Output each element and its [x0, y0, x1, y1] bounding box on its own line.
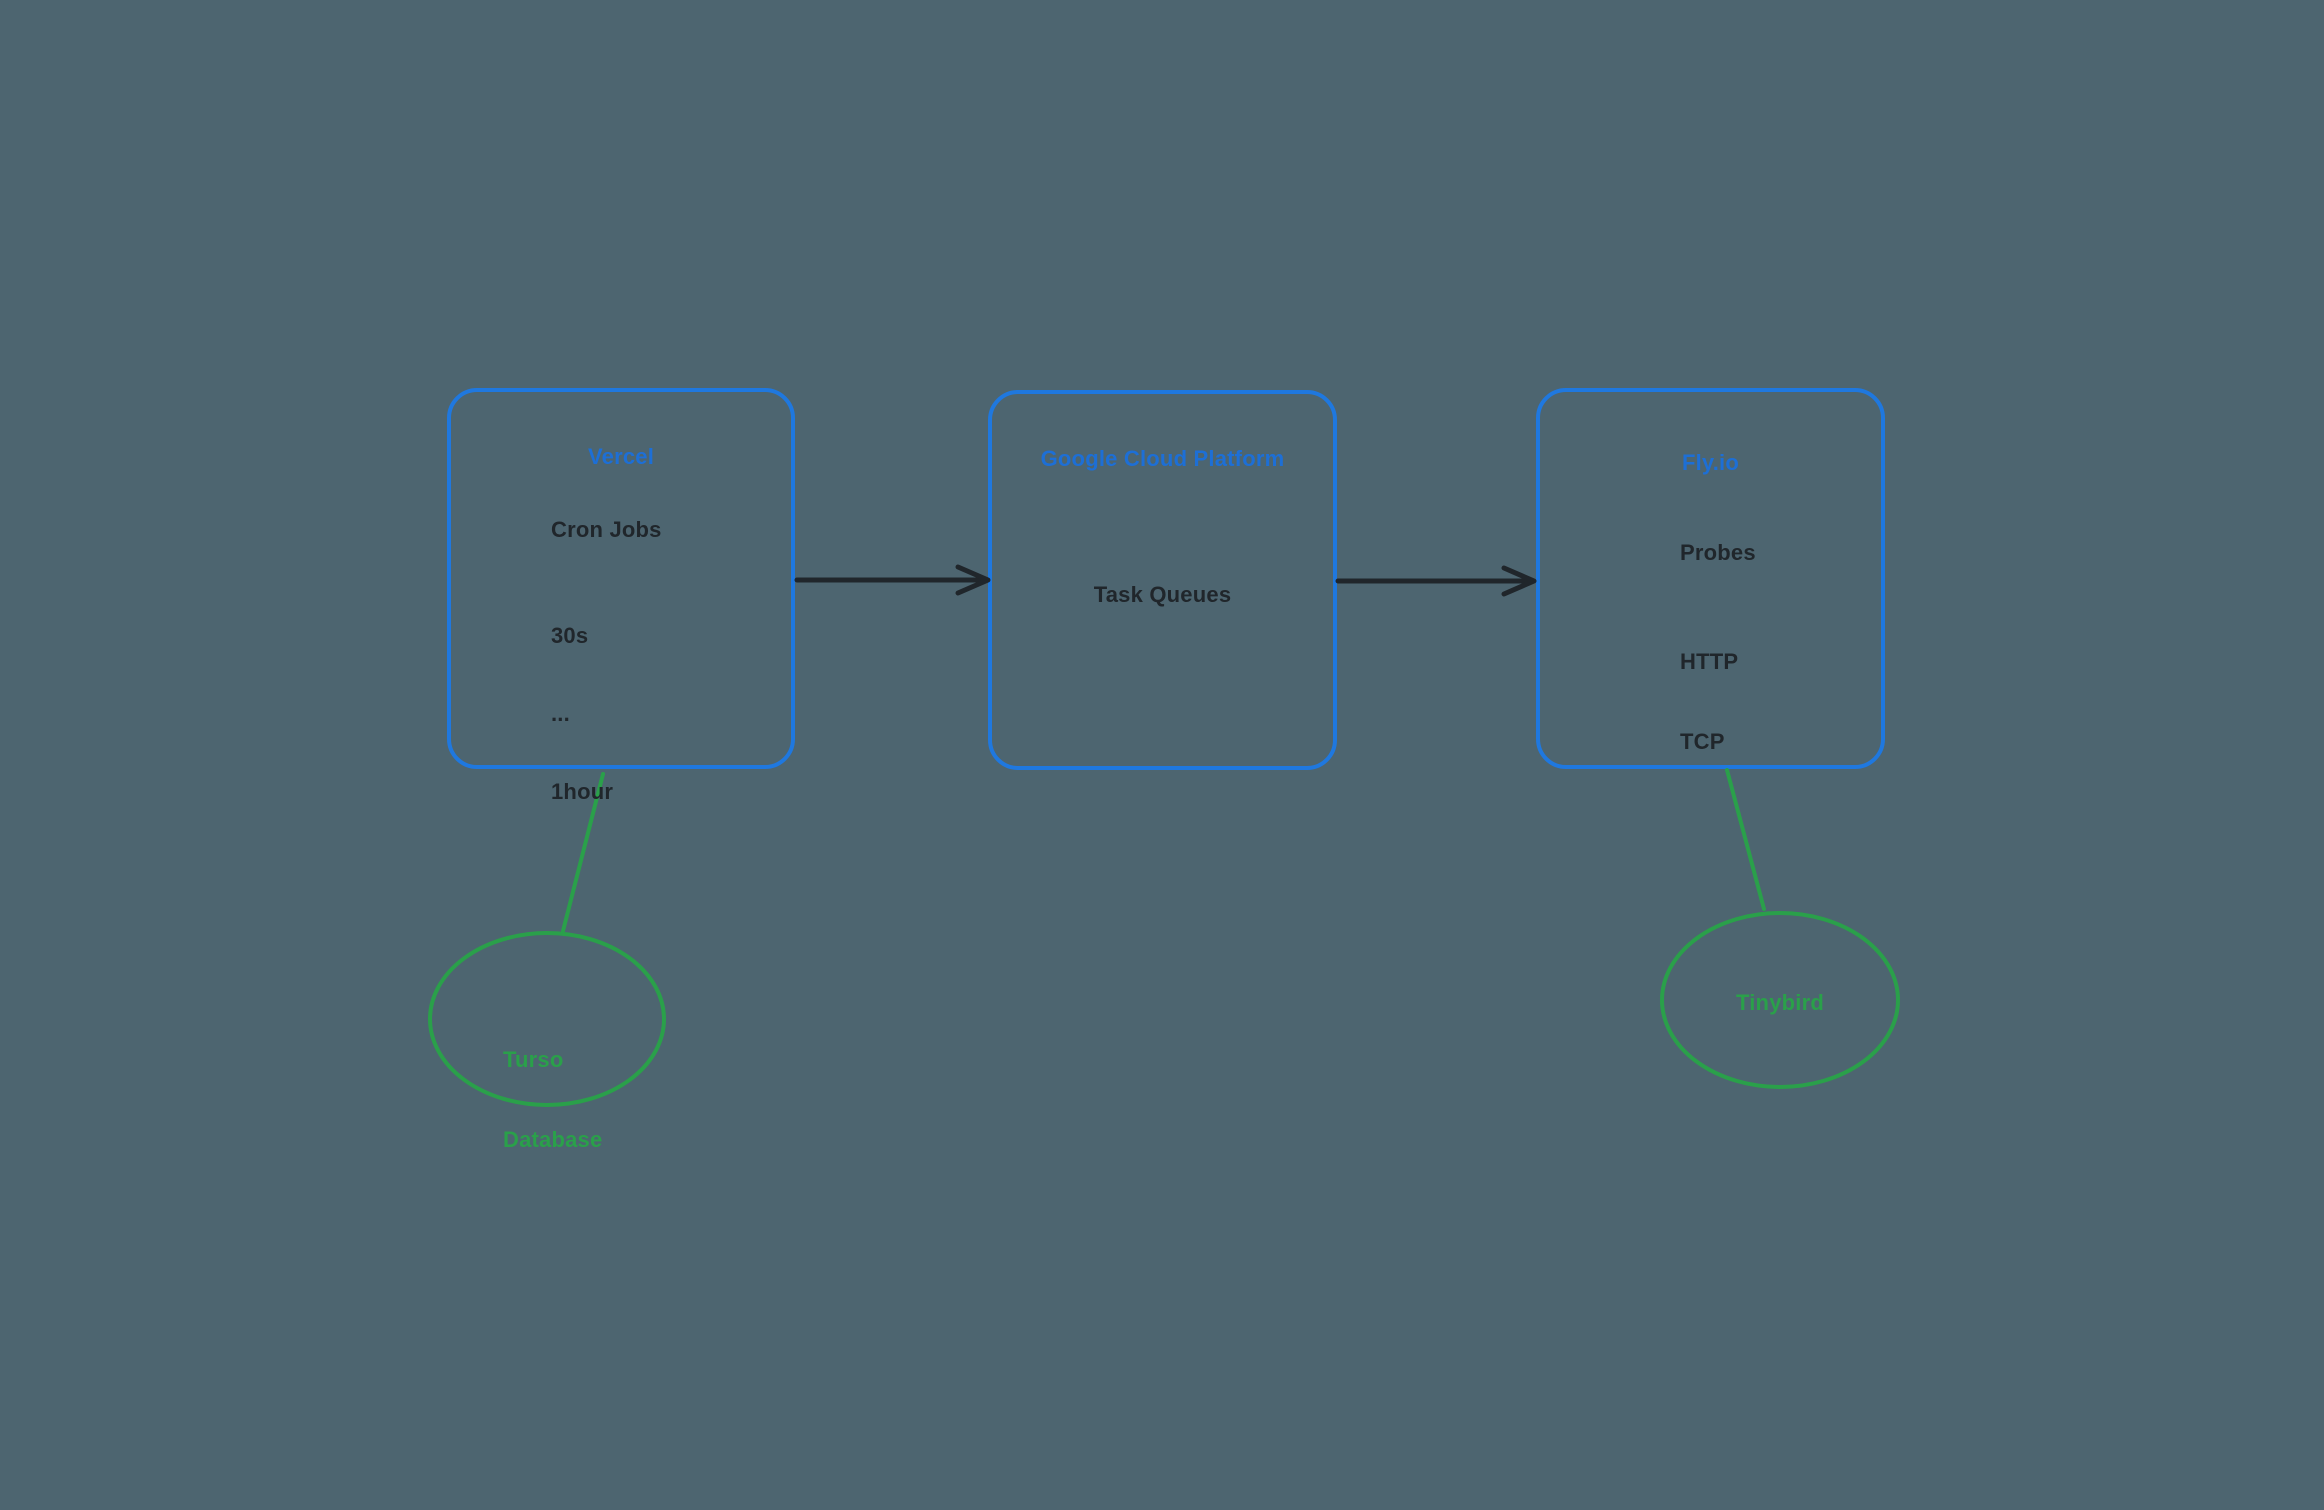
- vercel-box-title: Vercel: [587, 444, 655, 469]
- vercel-interval-dots: ...: [551, 701, 570, 726]
- connector-vercel-to-turso: [561, 772, 605, 933]
- vercel-interval-1hour: 1hour: [551, 779, 614, 804]
- gcp-box-title: Google Cloud Platform: [1040, 446, 1285, 471]
- arrow-vercel-to-gcp: [794, 564, 991, 596]
- vercel-intervals-list: 30s ... 1hour: [551, 571, 613, 857]
- turso-ellipse-label: Turso Database: [503, 994, 602, 1206]
- vercel-cron-jobs-label: Cron Jobs: [551, 517, 662, 542]
- gcp-task-queues-label: Task Queues: [1093, 582, 1232, 607]
- turso-label-line2: Database: [503, 1127, 603, 1152]
- turso-label-line1: Turso: [503, 1047, 564, 1072]
- tinybird-ellipse-outline: [1660, 911, 1900, 1089]
- fly-protocol-tcp: TCP: [1680, 729, 1725, 754]
- connector-fly-to-tinybird: [1725, 768, 1766, 911]
- fly-box-outline: [1536, 388, 1885, 769]
- fly-box-title: Fly.io: [1681, 450, 1740, 475]
- arrow-gcp-to-fly: [1335, 565, 1537, 597]
- tinybird-ellipse-label: Tinybird: [1736, 990, 1824, 1015]
- fly-protocols-list: HTTP TCP: [1680, 596, 1738, 808]
- vercel-interval-30s: 30s: [551, 623, 589, 648]
- vercel-box-outline: [447, 388, 795, 769]
- fly-protocol-http: HTTP: [1680, 649, 1739, 674]
- fly-probes-label: Probes: [1680, 540, 1756, 565]
- turso-ellipse-outline: [428, 931, 666, 1107]
